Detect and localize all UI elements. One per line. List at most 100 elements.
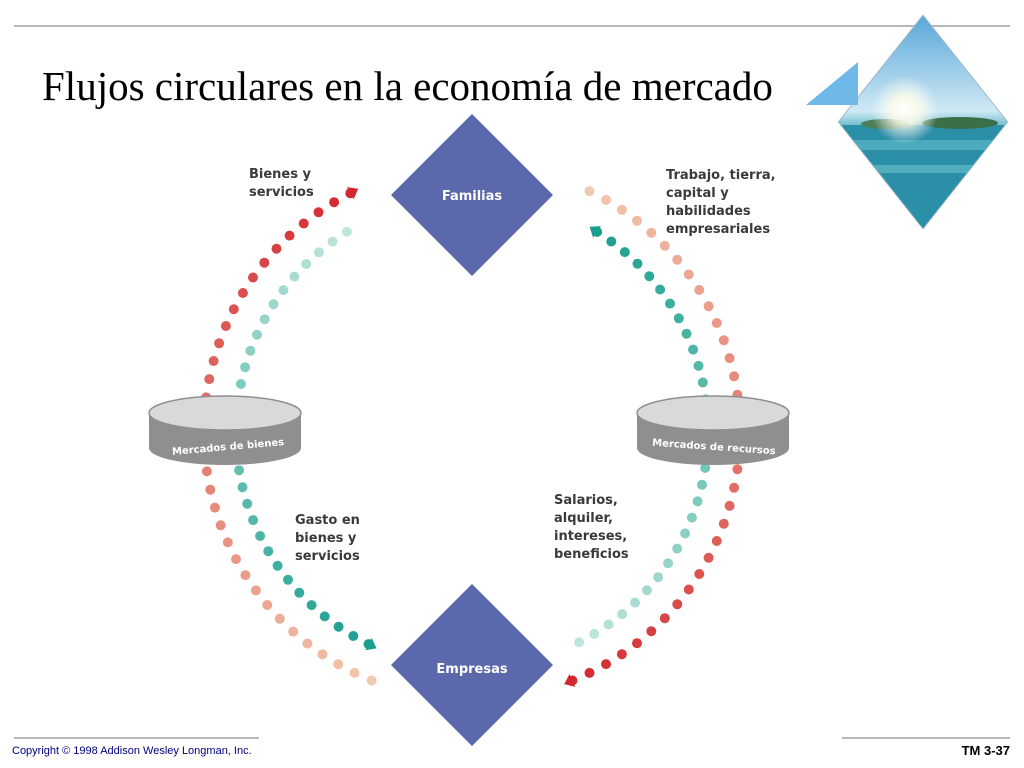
resources-to-firms-flow-dot [672,599,683,610]
goods-to-households-flow-dot [284,230,295,241]
title-accent-triangle [806,62,858,105]
goods-to-households-flow-dot [220,321,231,331]
goods-to-households-flow-dot [231,554,241,565]
resources-to-firms-flow-dot [672,254,683,265]
top-rule [14,25,1010,27]
goods-to-households-flow-dot [208,356,219,366]
goods-to-households-flow-dot [237,288,248,298]
spending-to-firms-flow-dot [259,314,270,325]
spending-to-firms-flow-dot [314,247,324,258]
income-to-households-flow-dot [672,543,683,554]
households-node: Familias [391,114,553,276]
income-to-households-flow-dot [697,479,707,490]
income-to-households-flow-dot [688,344,699,355]
resources-to-firms-flow-dot [601,659,611,670]
resources-to-firms-flow-dot [683,269,694,280]
spending-to-firms-flow-dot [294,587,305,598]
spending-to-firms-flow-dot [255,531,266,541]
goods-to-households-flow-dot [349,667,360,678]
resources-to-firms-flow-dot [703,301,714,312]
firms-node: Empresas [391,584,553,746]
spending-to-firms-flow-dot [333,621,344,632]
spending-to-firms-flow-dot [348,631,359,641]
goods-to-households-flow-dot [204,374,215,385]
spending-to-firms-flow-dot [240,362,251,373]
copyright-text: Copyright © 1998 Addison Wesley Longman,… [12,745,252,757]
spending-to-firms-flow-dot [306,600,317,611]
resources-to-firms-flow-dot [729,371,740,382]
goods-to-households-flow-dot [366,675,377,686]
income-to-households-flow-dot [619,247,630,258]
bottom-rule-left [14,737,259,739]
goods-to-households-flow-dot [215,520,226,531]
spending-to-firms-flow-dot [301,259,312,269]
goods-to-households-flow-dot [228,304,239,315]
spending-to-firms-flow-dot [263,546,274,557]
goods-to-households-flow-arrowhead [346,187,359,200]
resources-to-firms-flow-dot [711,318,722,328]
resources-to-firms-flow-dot [616,204,627,215]
income-to-households-flow-dot [630,597,640,608]
income-to-households-flow-dot [644,271,655,282]
income-to-households-flow-dot [606,236,617,247]
income-to-households-flow-dot [692,496,703,507]
goods-to-households-flow-dot [329,197,340,208]
resources-to-firms-flow-dot [718,518,729,529]
resources-to-firms-flow-dot [724,500,735,511]
resources-to-firms-flow-dot [694,569,705,579]
income-to-households-flow-dot [617,609,628,620]
goods-to-households-flow-dot [274,613,285,624]
income-to-households-flow-dot [642,585,652,596]
income-to-households-flow-dot [673,313,684,324]
resources-to-firms-flow-dot [659,613,670,624]
income-to-households-flow-dot [700,462,711,473]
goods-to-households-flow-dot [250,585,261,596]
income-to-households-flow-dot [589,628,600,639]
resources-to-firms-flow-dot [732,464,743,475]
spending-to-firms-flow-dot [252,329,262,340]
resources-to-firms-flow-dot [683,584,694,595]
spending-to-firms-flow-dot [237,482,248,493]
resources-to-firms-flow-arrowhead [564,674,576,687]
income-to-households-flow-dot [574,637,585,648]
income-to-households-flow-arrowhead [589,226,601,238]
slide-number: TM 3-37 [961,743,1010,758]
resources-to-firms-flow-dot [584,186,595,197]
spending-to-firms-flow-dot [327,236,338,247]
spending-to-firms-flow-arrowhead [365,637,377,651]
goods-to-households-flow-dot [259,257,270,268]
resources-to-firms-flow-dot [711,536,722,546]
goods-to-households-flow-dot [214,338,225,349]
income-to-households-flow-dot [663,558,674,569]
income-to-households-flow-dot [632,258,643,269]
goods-to-households-flow-dot [240,570,251,581]
goods-to-households-flow-dot [201,466,212,477]
spending-to-firms-flow-dot [268,299,279,310]
goods-to-households-flow-dot [288,626,299,637]
spending-to-firms-flow-dot [235,379,246,389]
goods-to-households-flow-dot [222,537,233,548]
resources-to-firms-flow-dot [646,626,657,637]
spending-to-firms-flow-dot [289,271,300,282]
spending-to-firms-flow-dot [245,345,256,356]
income-to-households-flow-dot [686,512,697,523]
income-to-households-flow-dot [655,284,666,295]
spending-to-firms-flow-dot [278,285,289,296]
income-to-households-flow-dot [665,298,675,309]
resource-market-node: Mercados de recursos [636,395,790,465]
spending-to-firms-flow-dot [319,611,330,622]
resources-to-firms-flow-dot [724,353,735,364]
spending-to-firms-flow-dot [272,560,283,571]
resources-label: Trabajo, tierra, capital y habilidades e… [666,168,780,237]
spending-to-firms-flow-dot [242,498,253,509]
resources-to-firms-flow-dot [601,194,611,205]
resources-to-firms-flow-dot [729,482,740,493]
goods-to-households-flow-dot [302,638,313,649]
resources-to-firms-flow-dot [584,667,595,678]
goods-services-label: Bienes y servicios [249,167,316,200]
resources-to-firms-flow-dot [616,649,627,660]
goods-to-households-flow-dot [333,659,344,670]
flow-arrows-layer [346,187,601,687]
income-to-households-flow-dot [653,572,664,583]
goods-to-households-flow-dot [313,207,324,218]
